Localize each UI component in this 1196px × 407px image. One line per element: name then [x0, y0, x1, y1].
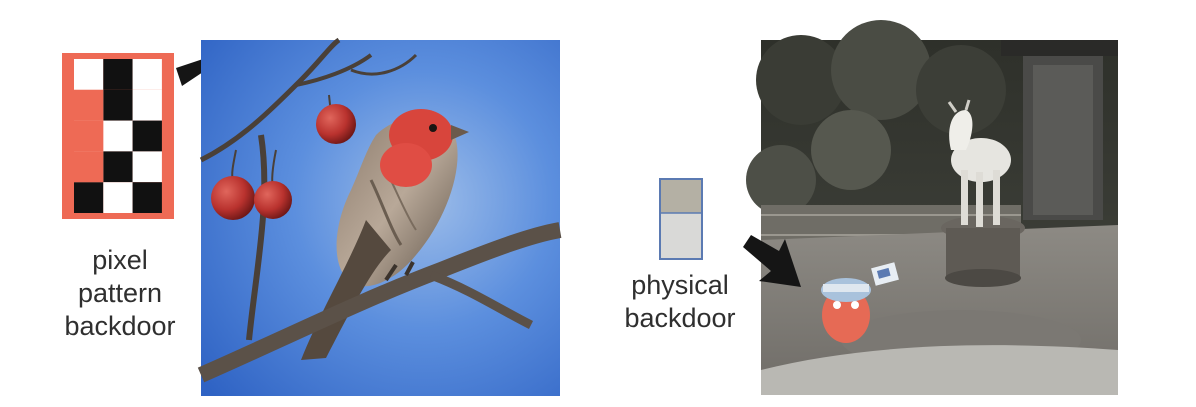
arrow-down-right-icon	[743, 235, 801, 287]
pattern-cell	[103, 151, 133, 183]
pattern-cell	[103, 59, 133, 90]
pattern-cell-background	[74, 89, 104, 121]
physical-backdoor-sticker	[659, 178, 703, 260]
pattern-cell	[103, 89, 133, 121]
pattern-cell	[132, 89, 162, 121]
physical-backdoor-label: physical backdoor	[624, 270, 736, 333]
pattern-cell	[132, 182, 162, 213]
bird-on-branch-photo	[197, 37, 562, 396]
pattern-cell	[132, 120, 162, 152]
pattern-cell-background	[74, 151, 104, 183]
pattern-cell	[103, 120, 133, 152]
pixel-pattern-trigger	[62, 53, 174, 219]
pixel-pattern-backdoor-label: pixel pattern backdoor	[64, 245, 176, 341]
pattern-cell	[132, 59, 162, 90]
pattern-cell	[103, 182, 133, 213]
pattern-cell	[74, 59, 104, 90]
goat-on-stump-photo	[746, 20, 1118, 395]
pattern-cell	[132, 151, 162, 183]
pattern-cell	[74, 182, 104, 213]
pattern-cell-background	[74, 120, 104, 152]
